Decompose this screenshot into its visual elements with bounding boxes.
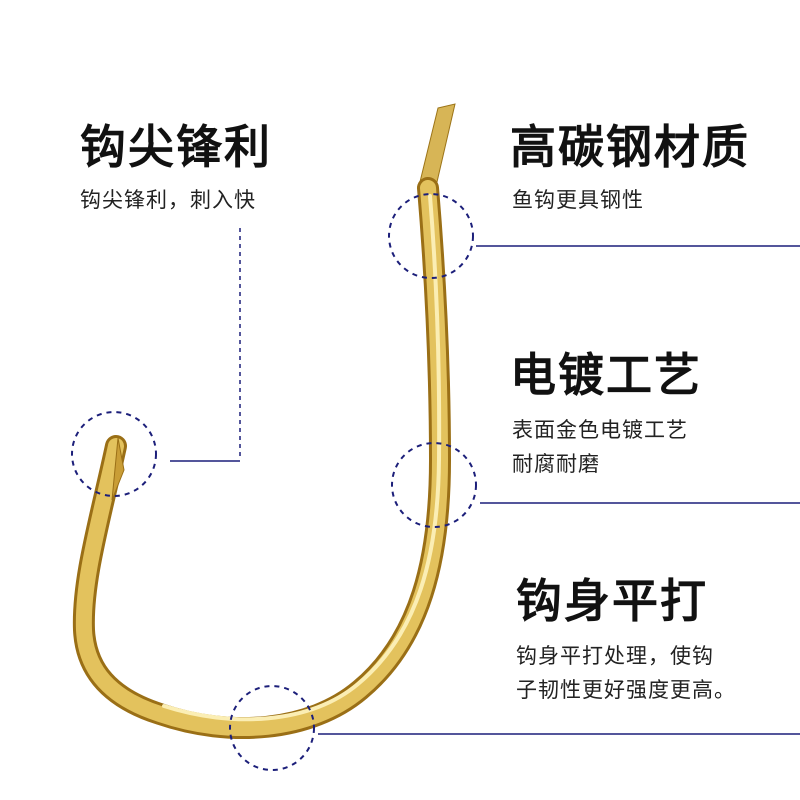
callout-material: [388, 193, 800, 279]
hook-eye-tab: [418, 103, 456, 187]
callout-flat-shank: [229, 685, 800, 771]
callout-circle: [71, 411, 157, 497]
feature-desc-plating-line1: 表面金色电镀工艺: [512, 418, 688, 442]
hook-shank: [72, 177, 452, 740]
feature-title-material: 高碳钢材质: [510, 120, 750, 174]
feature-desc-plating-line2: 耐腐耐磨: [512, 452, 600, 476]
feature-title-plating: 电镀工艺: [510, 348, 702, 402]
fishing-hook-image: [72, 103, 456, 740]
feature-title-sharp-point: 钩尖锋利: [80, 120, 272, 174]
callout-circle: [391, 442, 477, 528]
feature-desc-material: 鱼钩更具钢性: [512, 188, 644, 212]
hook-highlight: [162, 194, 442, 722]
feature-title-flat-shank: 钩身平打: [516, 574, 708, 628]
callout-plating: [391, 442, 800, 528]
feature-desc-flat-shank-line2: 子韧性更好强度更高。: [516, 678, 736, 702]
feature-desc-flat-shank-line1: 钩身平打处理，使钩: [516, 644, 714, 668]
callout-hook-point: [71, 228, 241, 497]
callout-circle: [388, 193, 474, 279]
hook-barb: [111, 437, 125, 501]
feature-desc-sharp-point: 钩尖锋利，刺入快: [80, 188, 256, 212]
callout-circle: [229, 685, 315, 771]
